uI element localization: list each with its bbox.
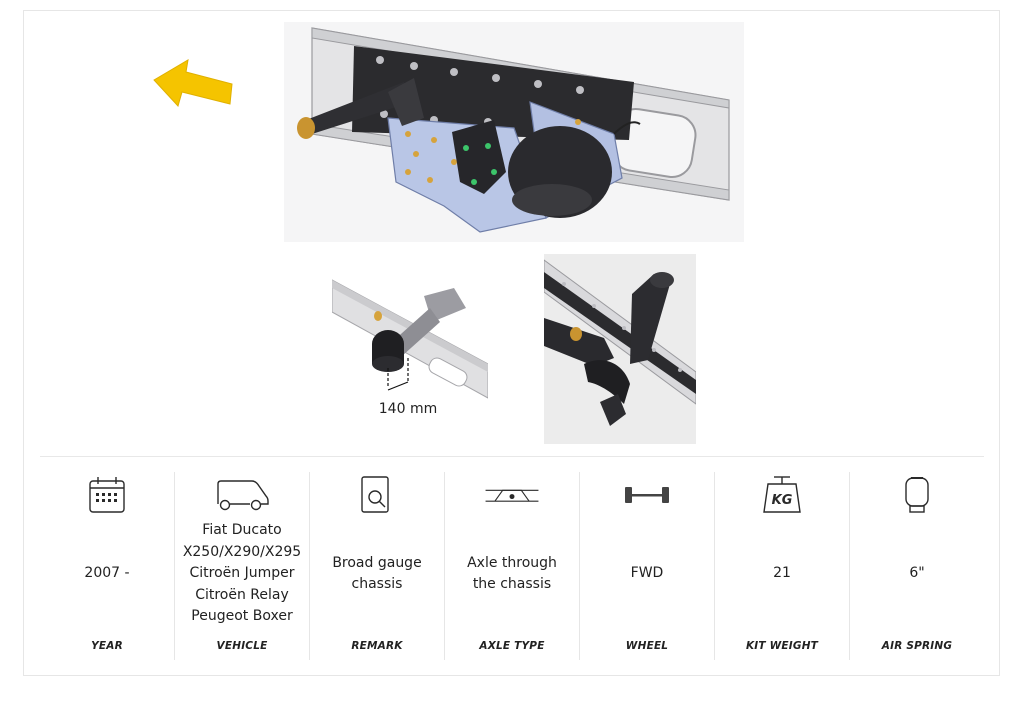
spec-kit-weight-label: KIT WEIGHT bbox=[745, 640, 819, 652]
van-icon bbox=[214, 472, 270, 518]
back-arrow-icon[interactable] bbox=[150, 58, 236, 110]
spec-axle-type: Axle through the chassis AXLE TYPE bbox=[445, 472, 580, 660]
calendar-icon bbox=[79, 472, 135, 518]
spec-vehicle: Fiat Ducato X250/X290/X295 Citroën Jumpe… bbox=[175, 472, 310, 660]
spec-year-label: YEAR bbox=[91, 640, 123, 652]
thumbnail-arm-detail[interactable] bbox=[544, 254, 696, 444]
spec-year-value: 2007 - bbox=[84, 565, 130, 582]
spec-remark-value: Broad gauge chassis bbox=[332, 554, 422, 593]
spec-row: 2007 - YEAR Fiat Ducato X250/X290/X295 C… bbox=[40, 472, 984, 660]
spec-air-spring-value: 6" bbox=[909, 565, 925, 582]
axle-height-dimension-label: 140 mm bbox=[378, 401, 438, 417]
axle-icon bbox=[619, 472, 675, 518]
weight-kg-icon: KG bbox=[754, 472, 810, 518]
spec-remark: Broad gauge chassis REMARK bbox=[310, 472, 445, 660]
svg-text:KG: KG bbox=[772, 493, 793, 508]
spec-axle-type-label: AXLE TYPE bbox=[479, 640, 545, 652]
spec-axle-type-value: Axle through the chassis bbox=[467, 554, 557, 593]
spec-remark-label: REMARK bbox=[351, 640, 403, 652]
air-spring-icon bbox=[889, 472, 945, 518]
spec-air-spring: 6" AIR SPRING bbox=[850, 472, 984, 660]
spec-vehicle-label: VEHICLE bbox=[216, 640, 268, 652]
spec-year: 2007 - YEAR bbox=[40, 472, 175, 660]
spec-wheel: FWD WHEEL bbox=[580, 472, 715, 660]
spec-wheel-label: WHEEL bbox=[625, 640, 669, 652]
spec-kit-weight: KG 21 KIT WEIGHT bbox=[715, 472, 850, 660]
spec-air-spring-label: AIR SPRING bbox=[881, 640, 953, 652]
spec-kit-weight-value: 21 bbox=[773, 565, 791, 582]
main-product-image[interactable] bbox=[284, 22, 744, 242]
spec-vehicle-value: Fiat Ducato X250/X290/X295 Citroën Jumpe… bbox=[182, 522, 302, 625]
section-divider bbox=[40, 456, 984, 457]
document-search-icon bbox=[349, 472, 405, 518]
axle-through-chassis-icon bbox=[484, 472, 540, 518]
thumbnail-axle-height[interactable] bbox=[332, 272, 488, 422]
spec-wheel-value: FWD bbox=[630, 565, 664, 582]
